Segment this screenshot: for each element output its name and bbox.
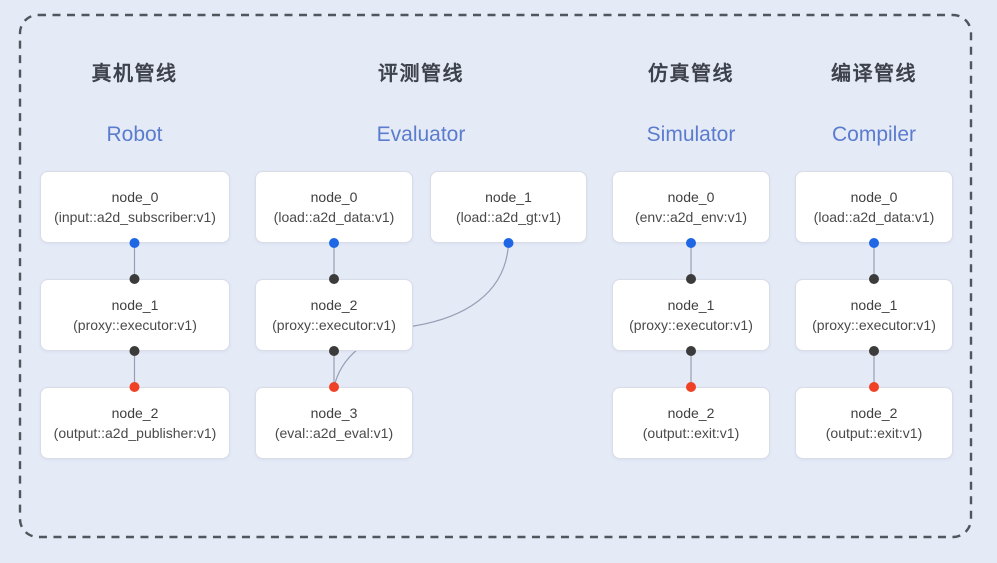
node-name: node_1 [111,297,159,313]
node-type: (load::a2d_data:v1) [273,209,395,225]
node-type: (output::exit:v1) [825,425,923,441]
pipeline-title-en-robot: Robot [106,123,163,146]
node-box-simulator-node2[interactable]: node_2 (output::exit:v1) [612,387,770,459]
node-name: node_1 [485,189,532,205]
pipeline-title-cn-evaluator: 评测管线 [378,63,464,85]
node-box-compiler-node1[interactable]: node_1 (proxy::executor:v1) [795,279,953,351]
pipeline-title-en-compiler: Compiler [831,123,917,146]
pipeline-title-en-evaluator: Evaluator [376,123,466,146]
pipeline-title-cn-simulator: 仿真管线 [648,63,734,85]
node-box-evaluator-node1[interactable]: node_1 (load::a2d_gt:v1) [430,171,587,243]
pipeline-title-cn-compiler: 编译管线 [831,63,917,85]
node-box-evaluator-node3[interactable]: node_3 (eval::a2d_eval:v1) [255,387,413,459]
node-name: node_1 [667,297,715,313]
node-type: (proxy::executor:v1) [272,317,396,333]
node-type: (eval::a2d_eval:v1) [274,425,394,441]
node-type: (output::exit:v1) [642,425,740,441]
node-type: (load::a2d_gt:v1) [455,209,562,225]
node-name: node_0 [667,189,715,205]
pipeline-title-en-simulator: Simulator [646,123,736,146]
node-name: node_0 [111,189,159,205]
node-box-robot-node2[interactable]: node_2 (output::a2d_publisher:v1) [40,387,230,459]
node-name: node_0 [310,189,358,205]
node-name: node_0 [850,189,898,205]
node-name: node_2 [850,405,898,421]
node-type: (proxy::executor:v1) [812,317,936,333]
node-name: node_3 [310,405,358,421]
node-box-evaluator-node0[interactable]: node_0 (load::a2d_data:v1) [255,171,413,243]
node-box-robot-node0[interactable]: node_0 (input::a2d_subscriber:v1) [40,171,230,243]
node-box-robot-node1[interactable]: node_1 (proxy::executor:v1) [40,279,230,351]
node-type: (env::a2d_env:v1) [634,209,748,225]
node-type: (proxy::executor:v1) [629,317,753,333]
node-box-compiler-node0[interactable]: node_0 (load::a2d_data:v1) [795,171,953,243]
node-type: (proxy::executor:v1) [73,317,197,333]
node-type: (output::a2d_publisher:v1) [53,425,217,441]
node-box-simulator-node1[interactable]: node_1 (proxy::executor:v1) [612,279,770,351]
node-name: node_1 [850,297,898,313]
node-box-evaluator-node2[interactable]: node_2 (proxy::executor:v1) [255,279,413,351]
node-name: node_2 [111,405,159,421]
pipeline-title-cn-robot: 真机管线 [91,63,178,85]
node-name: node_2 [667,405,715,421]
node-type: (input::a2d_subscriber:v1) [54,209,216,225]
node-box-simulator-node0[interactable]: node_0 (env::a2d_env:v1) [612,171,770,243]
node-type: (load::a2d_data:v1) [813,209,935,225]
node-box-compiler-node2[interactable]: node_2 (output::exit:v1) [795,387,953,459]
node-name: node_2 [310,297,358,313]
